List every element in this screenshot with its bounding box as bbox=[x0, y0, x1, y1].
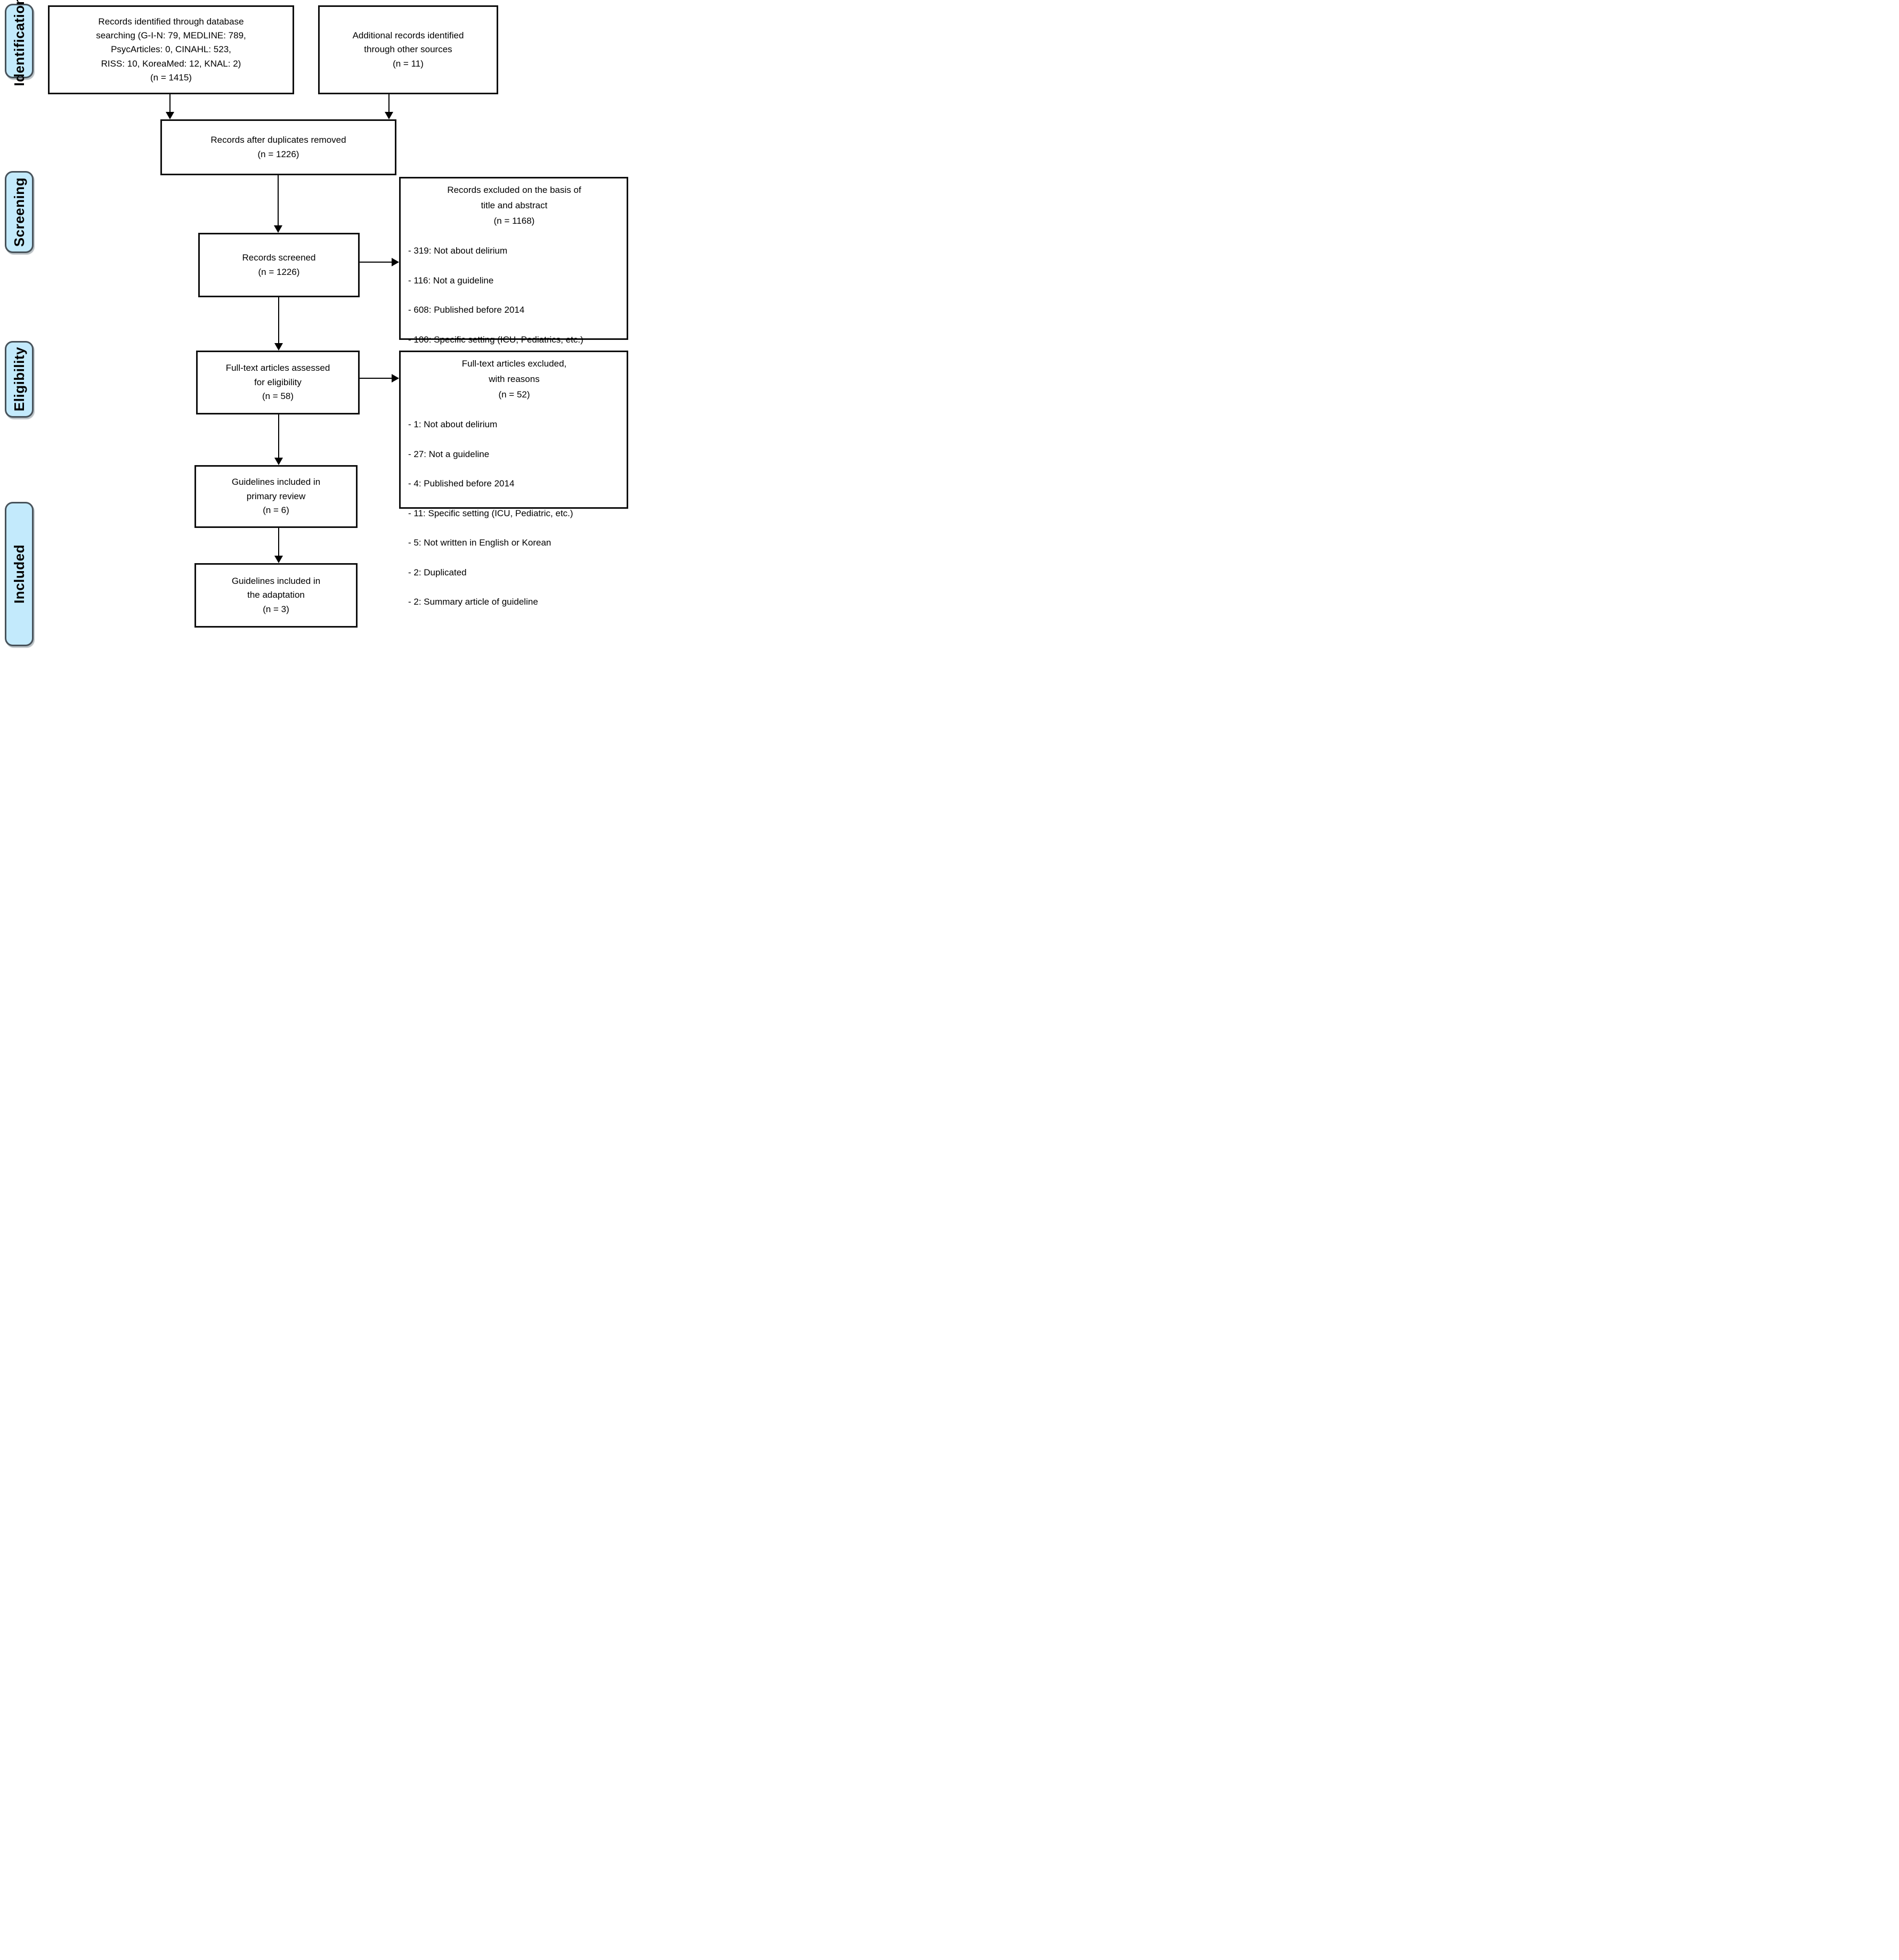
box-fulltext-assessed: Full-text articles assessed for eligibil… bbox=[196, 351, 360, 414]
reason-item: - 2: Summary article of guideline bbox=[408, 597, 538, 607]
reason-item: - 116: Not a guideline bbox=[408, 275, 494, 286]
reason-item: - 5: Not written in English or Korean bbox=[408, 538, 551, 548]
box-additional-records: Additional records identified through ot… bbox=[318, 5, 498, 94]
box-primary-review-text: Guidelines included in primary review (n… bbox=[231, 477, 321, 516]
stage-label-screening: Screening bbox=[5, 171, 34, 253]
reason-item: - 608: Published before 2014 bbox=[408, 305, 525, 315]
box-records-identified: Records identified through database sear… bbox=[48, 5, 294, 94]
box-records-screened: Records screened (n = 1226) bbox=[198, 233, 360, 297]
reason-item: - 11: Specific setting (ICU, Pediatric, … bbox=[408, 508, 573, 518]
box-records-screened-text: Records screened (n = 1226) bbox=[242, 253, 316, 277]
arrow-screened-to-excluded-line bbox=[360, 262, 392, 263]
arrow-screened-to-fulltext-line bbox=[278, 297, 279, 344]
arrow-additional-to-dedup-head bbox=[385, 112, 393, 119]
stage-label-eligibility-text: Eligibility bbox=[11, 347, 27, 412]
stage-label-included: Included bbox=[5, 502, 34, 646]
arrow-fulltext-to-excluded-head bbox=[392, 374, 399, 383]
reason-item: - 4: Published before 2014 bbox=[408, 478, 515, 489]
stage-label-eligibility: Eligibility bbox=[5, 341, 34, 418]
box-primary-review: Guidelines included in primary review (n… bbox=[194, 465, 358, 528]
box-records-identified-text: Records identified through database sear… bbox=[96, 16, 246, 83]
box-duplicates-removed: Records after duplicates removed (n = 12… bbox=[160, 119, 396, 175]
reason-item: - 1: Not about delirium bbox=[408, 419, 498, 430]
box-fulltext-excluded-title: Full-text articles excluded, with reason… bbox=[461, 359, 567, 400]
arrow-fulltext-to-primary-line bbox=[278, 414, 279, 458]
box-fulltext-excluded: Full-text articles excluded, with reason… bbox=[399, 351, 628, 607]
arrow-identified-to-dedup-head bbox=[166, 112, 174, 119]
stage-label-identification-text: Identification bbox=[11, 0, 27, 86]
arrow-fulltext-to-primary-head bbox=[274, 458, 283, 465]
arrow-additional-to-dedup-line bbox=[388, 94, 389, 112]
reason-item: - 2: Duplicated bbox=[408, 567, 467, 578]
arrow-screened-to-fulltext-head bbox=[274, 343, 283, 351]
reason-item: - 27: Not a guideline bbox=[408, 449, 490, 459]
box-adaptation-text: Guidelines included in the adaptation (n… bbox=[231, 575, 321, 614]
arrow-primary-to-adaptation-head bbox=[274, 556, 283, 563]
arrow-primary-to-adaptation-line bbox=[278, 528, 279, 556]
box-additional-records-text: Additional records identified through ot… bbox=[352, 30, 464, 69]
reason-item: - 319: Not about delirium bbox=[408, 246, 508, 256]
box-duplicates-removed-text: Records after duplicates removed (n = 12… bbox=[210, 135, 346, 159]
arrow-screened-to-excluded-head bbox=[392, 258, 399, 266]
fulltext-excluded-reason-list: - 1: Not about delirium - 27: Not a guid… bbox=[408, 403, 620, 624]
arrow-identified-to-dedup-line bbox=[169, 94, 171, 112]
box-fulltext-assessed-text: Full-text articles assessed for eligibil… bbox=[225, 363, 330, 402]
stage-label-screening-text: Screening bbox=[11, 177, 27, 247]
stage-label-included-text: Included bbox=[11, 544, 27, 604]
box-records-excluded: Records excluded on the basis of title a… bbox=[399, 177, 628, 433]
box-adaptation: Guidelines included in the adaptation (n… bbox=[194, 563, 358, 628]
stage-label-identification: Identification bbox=[5, 0, 34, 86]
arrow-dedup-to-screened-line bbox=[278, 175, 279, 226]
reason-item: - 100: Specific setting (ICU, Pediatrics… bbox=[408, 334, 583, 345]
box-records-excluded-title: Records excluded on the basis of title a… bbox=[447, 185, 581, 226]
arrow-dedup-to-screened-head bbox=[274, 225, 282, 233]
prisma-flow-diagram: Identification Screening Eligibility Inc… bbox=[0, 0, 633, 653]
arrow-fulltext-to-excluded-line bbox=[360, 378, 392, 379]
